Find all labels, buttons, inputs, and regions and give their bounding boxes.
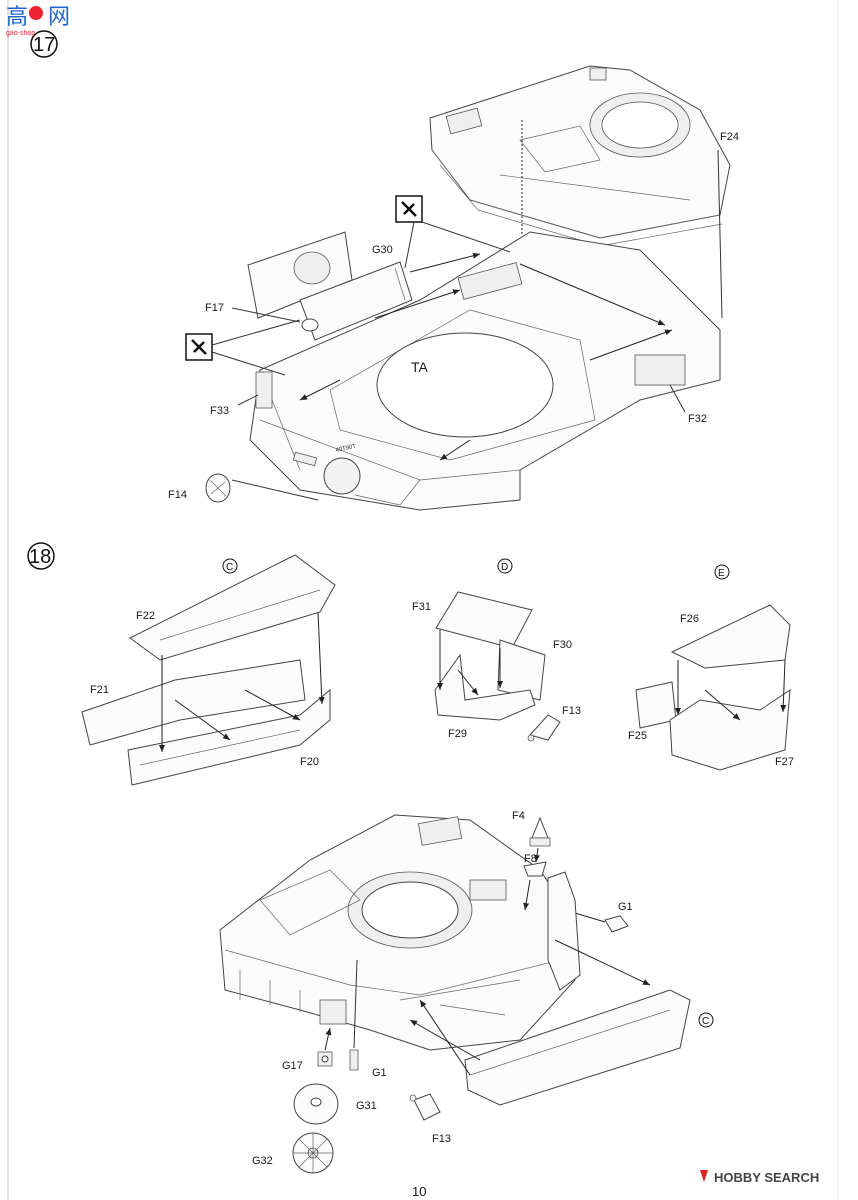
- label-g17: G17: [282, 1060, 303, 1072]
- part-f29: [434, 653, 536, 721]
- label-f30: F30: [553, 639, 572, 651]
- label-f24: F24: [720, 131, 739, 143]
- part-g1-right: [604, 915, 629, 933]
- part-g32: [292, 1132, 334, 1174]
- label-f32: F32: [688, 413, 707, 425]
- part-f27: [669, 689, 791, 771]
- side-skirt-piece: [547, 871, 581, 991]
- hobby-search-logo-icon: [700, 1170, 708, 1182]
- label-g31: G31: [356, 1100, 377, 1112]
- label-f17: F17: [205, 302, 224, 314]
- part-g31: [293, 1083, 339, 1125]
- label-g1-bottom: G1: [372, 1067, 387, 1079]
- part-f13-main: [409, 1093, 441, 1121]
- part-f4: [529, 816, 551, 847]
- step-17-circle: [30, 30, 58, 58]
- part-f13-d: [527, 714, 561, 742]
- part-f30: [497, 639, 546, 701]
- label-f27: F27: [775, 756, 794, 768]
- label-f31: F31: [412, 601, 431, 613]
- label-c-main: C: [702, 1016, 709, 1027]
- label-g30: G30: [372, 244, 393, 256]
- part-f26: [670, 604, 791, 669]
- substep-c: C F22 F21 F20: [81, 554, 336, 786]
- circle-c-main: [698, 1012, 714, 1028]
- substep-d: D F31 F30 F29 F13: [412, 558, 581, 742]
- watermark-char-2: 网: [48, 4, 70, 29]
- substep-c-letter: C: [226, 562, 233, 573]
- label-ta: TA: [411, 359, 429, 375]
- part-c-skirt: [464, 989, 691, 1106]
- part-f21: [81, 659, 306, 746]
- hobby-search-text: HOBBY SEARCH: [714, 1170, 819, 1185]
- page-number: 10: [412, 1184, 426, 1199]
- label-f33: F33: [210, 405, 229, 417]
- substep-d-letter: D: [501, 562, 508, 573]
- label-f4: F4: [512, 810, 525, 822]
- step-18: 18 C F22 F21 F20 D F31 F30: [27, 542, 794, 1174]
- label-f21: F21: [90, 684, 109, 696]
- hobby-search-watermark: HOBBY SEARCH: [700, 1170, 819, 1185]
- step-17-number: 17: [33, 34, 55, 56]
- part-f8: [523, 861, 547, 877]
- main-assembly: [219, 814, 576, 1051]
- part-f31: [435, 591, 533, 649]
- label-f29: F29: [448, 728, 467, 740]
- substep-e: E F26 F25 F27: [628, 564, 794, 771]
- turret-top-f24: [429, 65, 731, 247]
- label-f8: F8: [524, 853, 537, 865]
- substep-e-letter: E: [718, 568, 725, 579]
- label-f25: F25: [628, 730, 647, 742]
- label-g1-right: G1: [618, 901, 633, 913]
- label-f13-d: F13: [562, 705, 581, 717]
- label-f14: F14: [168, 489, 187, 501]
- watermark-char-1: 高: [6, 4, 28, 29]
- part-f33: [255, 371, 273, 409]
- label-g32: G32: [252, 1155, 273, 1167]
- hull-marking: 40T90T: [335, 444, 357, 454]
- label-f20: F20: [300, 756, 319, 768]
- label-f22: F22: [136, 610, 155, 622]
- label-f13-main: F13: [432, 1133, 451, 1145]
- glue-tool-icon: [395, 195, 511, 269]
- part-g17: [317, 1051, 333, 1067]
- part-g1-bottom: [349, 1049, 359, 1071]
- watermark-logo: 高 网 gao-shop.com: [6, 4, 70, 37]
- watermark-site: gao-shop.com: [6, 30, 51, 37]
- part-f17-g30: [247, 231, 413, 341]
- hull-ta-f32: [249, 231, 721, 511]
- part-f22: [129, 554, 336, 661]
- label-f26: F26: [680, 613, 699, 625]
- step-18-circle: [27, 542, 55, 570]
- step-18-number: 18: [29, 546, 51, 568]
- part-f14: [205, 473, 231, 503]
- step-17: 17 F24 TA 40T: [30, 30, 739, 511]
- watermark-dot-icon: [29, 6, 43, 20]
- glue-tool-icon: [185, 319, 301, 376]
